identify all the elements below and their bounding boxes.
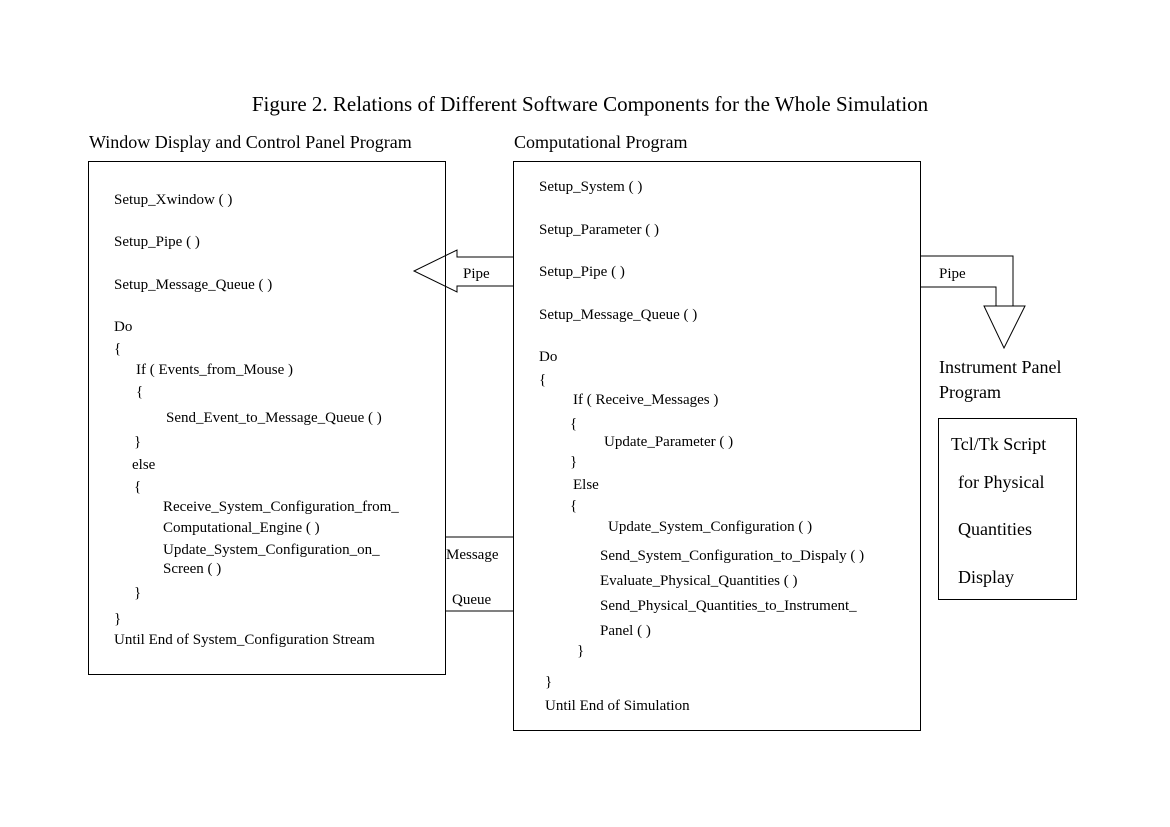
computational-program-code-line: Send_Physical_Quantities_to_Instrument_ xyxy=(600,598,857,614)
computational-program-code-line: { xyxy=(570,416,578,432)
window-program-code-line: Update_System_Configuration_on_ xyxy=(163,542,380,558)
window-program-code-line: } xyxy=(134,585,142,601)
pipe-right-line-outer xyxy=(921,255,1014,306)
window-program-code-line: else xyxy=(132,457,156,473)
window-program-code-line: Do xyxy=(114,319,133,335)
pipe-left-label: Pipe xyxy=(463,266,490,282)
instrument-program-heading-line1: Instrument Panel xyxy=(939,357,1062,377)
computational-program-code-line: Setup_Parameter ( ) xyxy=(539,222,659,238)
computational-program-code-line: Setup_System ( ) xyxy=(539,179,643,195)
window-program-code-line: Screen ( ) xyxy=(163,561,222,577)
figure-title: Figure 2. Relations of Different Softwar… xyxy=(251,92,929,116)
window-program-box xyxy=(88,161,446,675)
computational-program-heading: Computational Program xyxy=(514,132,688,152)
pipe-right-arrowhead xyxy=(983,305,1026,350)
computational-program-code-line: Until End of Simulation xyxy=(545,698,690,714)
window-program-code-line: } xyxy=(134,434,142,450)
computational-program-code-line: Update_Parameter ( ) xyxy=(604,434,734,450)
computational-program-code-line: If ( Receive_Messages ) xyxy=(573,392,719,408)
window-program-code-line: { xyxy=(114,341,122,357)
window-program-code-line: Computational_Engine ( ) xyxy=(163,520,320,536)
tcl-tk-script-box xyxy=(938,418,1077,600)
computational-program-code-line: Else xyxy=(573,477,599,493)
window-program-code-line: Receive_System_Configuration_from_ xyxy=(163,499,399,515)
computational-program-code-line: Do xyxy=(539,349,558,365)
computational-program-code-line: Update_System_Configuration ( ) xyxy=(608,519,813,535)
computational-program-code-line: Setup_Pipe ( ) xyxy=(539,264,625,280)
computational-program-code-line: } xyxy=(577,643,585,659)
tcl-tk-script-line: Quantities xyxy=(958,519,1032,539)
window-program-code-line: Setup_Message_Queue ( ) xyxy=(114,277,273,293)
window-program-code-line: { xyxy=(134,479,142,495)
computational-program-code-line: Panel ( ) xyxy=(600,623,651,639)
message-label: Message xyxy=(446,547,499,563)
window-program-code-line: If ( Events_from_Mouse ) xyxy=(136,362,294,378)
window-program-code-line: } xyxy=(114,611,122,627)
window-program-code-line: Send_Event_to_Message_Queue ( ) xyxy=(166,410,382,426)
window-program-code-line: Setup_Xwindow ( ) xyxy=(114,192,233,208)
tcl-tk-script-line: Tcl/Tk Script xyxy=(951,434,1047,454)
computational-program-code-line: Setup_Message_Queue ( ) xyxy=(539,307,698,323)
computational-program-box xyxy=(513,161,921,731)
pipe-right-label: Pipe xyxy=(939,266,966,282)
window-program-code-line: Until End of System_Configuration Stream xyxy=(114,632,375,648)
pipe-right-line-inner xyxy=(921,286,997,306)
computational-program-code-line: Evaluate_Physical_Quantities ( ) xyxy=(600,573,798,589)
window-program-heading: Window Display and Control Panel Program xyxy=(89,132,412,152)
queue-label: Queue xyxy=(452,592,492,608)
computational-program-code-line: } xyxy=(545,674,553,690)
tcl-tk-script-line: Display xyxy=(958,567,1014,587)
computational-program-code-line: { xyxy=(570,498,578,514)
computational-program-code-line: Send_System_Configuration_to_Dispaly ( ) xyxy=(600,548,865,564)
window-program-code-line: Setup_Pipe ( ) xyxy=(114,234,200,250)
instrument-program-heading-line2: Program xyxy=(939,382,1001,402)
window-program-code-line: { xyxy=(136,384,144,400)
computational-program-code-line: } xyxy=(570,454,578,470)
computational-program-code-line: { xyxy=(539,372,547,388)
tcl-tk-script-line: for Physical xyxy=(958,472,1045,492)
